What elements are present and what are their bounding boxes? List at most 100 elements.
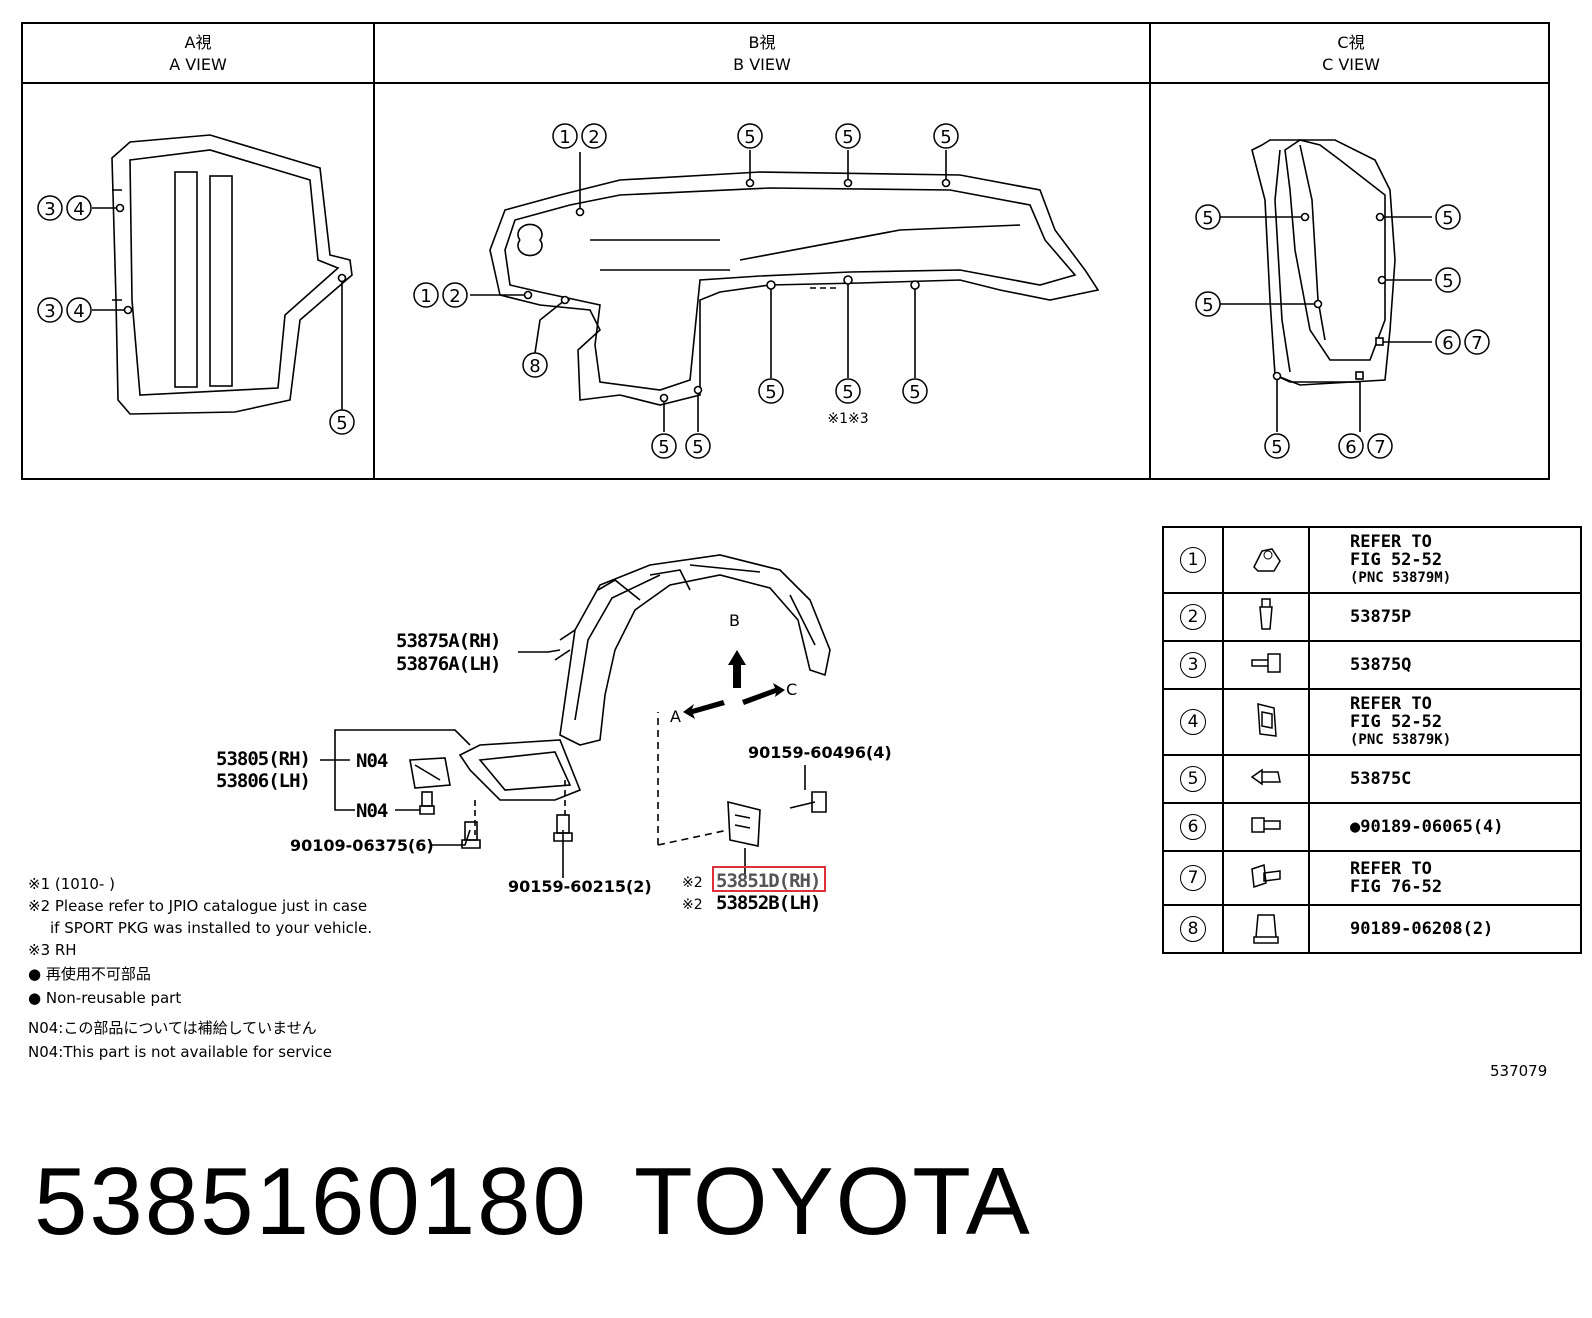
part-number: 5385160180 — [34, 1148, 588, 1255]
direction-arrows — [683, 650, 785, 719]
legend-number: 8 — [1180, 916, 1206, 942]
svg-text:C: C — [786, 680, 797, 699]
svg-text:N04: N04 — [356, 750, 388, 772]
svg-text:※2: ※2 — [682, 897, 703, 913]
svg-text:5: 5 — [1442, 271, 1453, 292]
bullet-icon: ● — [28, 989, 42, 1007]
marker-6: 6 — [1338, 433, 1364, 459]
svg-text:5: 5 — [909, 382, 920, 403]
marker-8: 8 — [522, 352, 548, 378]
screw-icon — [553, 814, 573, 842]
note-line: ● Non-reusable part — [28, 989, 182, 1007]
arrow-a-icon — [683, 700, 725, 719]
svg-text:5: 5 — [1271, 437, 1282, 458]
svg-text:53876A(LH): 53876A(LH) — [396, 653, 500, 675]
svg-text:3: 3 — [44, 199, 55, 220]
mudguard-lh-label: 53852B(LH) — [716, 892, 820, 914]
push-clip-icon — [1250, 768, 1281, 786]
notes: ※1 (1010- ) ※2 Please refer to JPIO cata… — [28, 873, 372, 1063]
svg-text:5: 5 — [842, 127, 853, 148]
b-view-note: ※1※3 — [827, 411, 868, 427]
marker-5: 5 — [737, 123, 763, 149]
svg-text:2: 2 — [588, 127, 599, 148]
legend-row: 8 90189-06208(2) — [1162, 904, 1582, 954]
legend-number: 6 — [1180, 814, 1206, 840]
arrow-labels: C A B — [670, 611, 797, 726]
svg-text:5: 5 — [336, 413, 347, 434]
marker-5: 5 — [651, 433, 677, 459]
marker-5: 5 — [1435, 204, 1461, 230]
marker-5: 5 — [933, 123, 959, 149]
arrow-b-icon — [728, 650, 746, 688]
legend-row: 6 ●90189-06065(4) — [1162, 802, 1582, 852]
fastener-labels: 90159-60496(4) 90109-06375(6) 90159-6021… — [290, 743, 892, 913]
svg-text:2: 2 — [449, 286, 460, 307]
arrow-c-icon — [742, 683, 785, 705]
svg-text:90159-60215(2): 90159-60215(2) — [508, 877, 652, 896]
svg-text:4: 4 — [73, 199, 84, 220]
marker-2: 2 — [581, 123, 607, 149]
marker-4: 4 — [66, 195, 92, 221]
note-line: if SPORT PKG was installed to your vehic… — [50, 919, 373, 937]
svg-text:5: 5 — [692, 437, 703, 458]
bolt-icon — [1251, 653, 1281, 673]
legend-row: 5 53875C — [1162, 754, 1582, 804]
clip-icon — [1253, 548, 1281, 572]
note-line: ※3 RH — [28, 941, 77, 959]
svg-text:90159-60496(4): 90159-60496(4) — [748, 743, 892, 762]
svg-text:6: 6 — [1442, 333, 1453, 354]
screw-icon — [1259, 598, 1273, 630]
note-line: ※1 (1010- ) — [28, 875, 115, 893]
legend-number: 5 — [1180, 766, 1206, 792]
svg-text:1: 1 — [559, 127, 570, 148]
panel-divider — [373, 24, 375, 478]
svg-text:N04: N04 — [356, 800, 388, 822]
mud-guard — [727, 800, 761, 847]
svg-text:53805(RH): 53805(RH) — [216, 748, 310, 770]
marker-5: 5 — [685, 433, 711, 459]
screw-icon — [461, 821, 481, 849]
legend-row: 2 53875P — [1162, 592, 1582, 642]
legend-row: 3 53875Q — [1162, 640, 1582, 690]
svg-text:90109-06375(6): 90109-06375(6) — [290, 836, 434, 855]
exploded-drawing: C A B 53875A(RH) 53876A(LH) 53805(RH) 53… — [216, 554, 892, 914]
marker-7: 7 — [1367, 433, 1393, 459]
highlight-box — [712, 866, 826, 892]
marker-5: 5 — [329, 409, 355, 435]
legend-number: 7 — [1180, 865, 1206, 891]
svg-text:53875A(RH): 53875A(RH) — [396, 630, 500, 652]
marker-6: 6 — [1435, 329, 1461, 355]
c-view-part — [1251, 139, 1396, 386]
marker-5: 5 — [902, 378, 928, 404]
header-divider — [23, 82, 1548, 84]
marker-1: 1 — [552, 123, 578, 149]
figure-id: 537079 — [1490, 1062, 1548, 1080]
marker-3: 3 — [37, 195, 63, 221]
marker-5: 5 — [835, 123, 861, 149]
svg-text:A: A — [670, 707, 681, 726]
panel-divider — [1149, 24, 1151, 478]
svg-text:53806(LH): 53806(LH) — [216, 770, 310, 792]
svg-text:5: 5 — [842, 382, 853, 403]
svg-text:5: 5 — [765, 382, 776, 403]
svg-text:6: 6 — [1345, 437, 1356, 458]
clip-icon — [1257, 703, 1277, 737]
bolt-icon — [789, 791, 827, 813]
legend-number: 3 — [1180, 652, 1206, 678]
marker-7: 7 — [1464, 329, 1490, 355]
svg-text:5: 5 — [1202, 208, 1213, 229]
svg-text:1: 1 — [420, 286, 431, 307]
svg-text:B: B — [729, 611, 740, 630]
bolt-icon — [1251, 863, 1281, 889]
note-line: N04:この部品については補給していません — [28, 1019, 317, 1037]
note-line: ● 再使用不可部品 — [28, 965, 151, 983]
marker-5: 5 — [1435, 267, 1461, 293]
views-drawing: 3 4 3 4 5 1 2 5 5 5 1 2 8 5 5 5 ※1※3 5 5… — [37, 123, 1490, 459]
